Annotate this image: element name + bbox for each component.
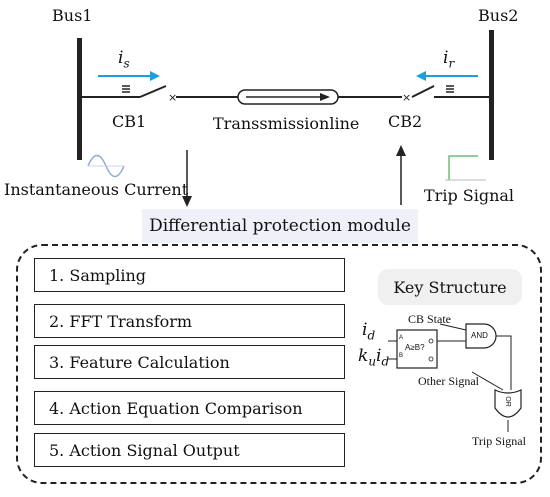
port-b-label: B [399, 353, 404, 359]
bus1-label: Bus1 [52, 6, 93, 25]
input-id-label: id [362, 320, 376, 343]
differential-protection-module: Differential protection module [142, 209, 418, 243]
transmission-line-icon [237, 89, 339, 105]
comparator-box [396, 329, 438, 369]
cb-state-label: CB State [408, 312, 452, 326]
current-ir-label: ir [443, 48, 455, 71]
key-structure-title: Key Structure [378, 269, 522, 305]
comparator-label: A≥B? [405, 343, 425, 352]
current-ir-arrow [416, 71, 478, 81]
cb1-switch: × [122, 85, 177, 104]
svg-text:×: × [168, 91, 177, 104]
other-signal-label: Other Signal [418, 374, 479, 388]
cb2-switch: × [402, 85, 454, 104]
step-fft-transform: 2. FFT Transform [34, 304, 345, 338]
bus2-label: Bus2 [478, 6, 519, 25]
and-gate-label: AND [471, 331, 488, 340]
cb1-label: CB1 [112, 112, 147, 131]
logic-diagram [388, 323, 522, 432]
step-action-equation-comparison: 4. Action Equation Comparison [34, 391, 345, 425]
step-feature-calculation: 3. Feature Calculation [34, 345, 345, 379]
cb2-label: CB2 [388, 112, 423, 131]
down-arrow-icon [182, 150, 192, 207]
trip-signal-label: Trip Signal [424, 186, 515, 205]
bus2-bar [489, 30, 494, 160]
svg-text:×: × [402, 91, 411, 104]
port-a-label: A [399, 335, 404, 341]
and-gate [465, 323, 497, 349]
or-gate-label: OR [503, 396, 511, 407]
transmission-line-label: Transsmissionline [213, 114, 360, 133]
step-action-signal-output: 5. Action Signal Output [34, 433, 345, 467]
key-trip-signal-label: Trip Signal [472, 434, 526, 448]
or-gate [494, 389, 522, 418]
current-is-label: is [118, 48, 130, 71]
current-is-arrow [98, 71, 160, 81]
bus1-bar [77, 38, 82, 160]
dashed-frame [16, 244, 542, 484]
step-sampling: 1. Sampling [34, 258, 345, 292]
input-kid-label: kuid [358, 346, 390, 369]
instantaneous-current-label: Instantaneous Current [4, 180, 189, 199]
trip-step-icon [448, 155, 478, 180]
up-arrow-icon [396, 145, 406, 205]
